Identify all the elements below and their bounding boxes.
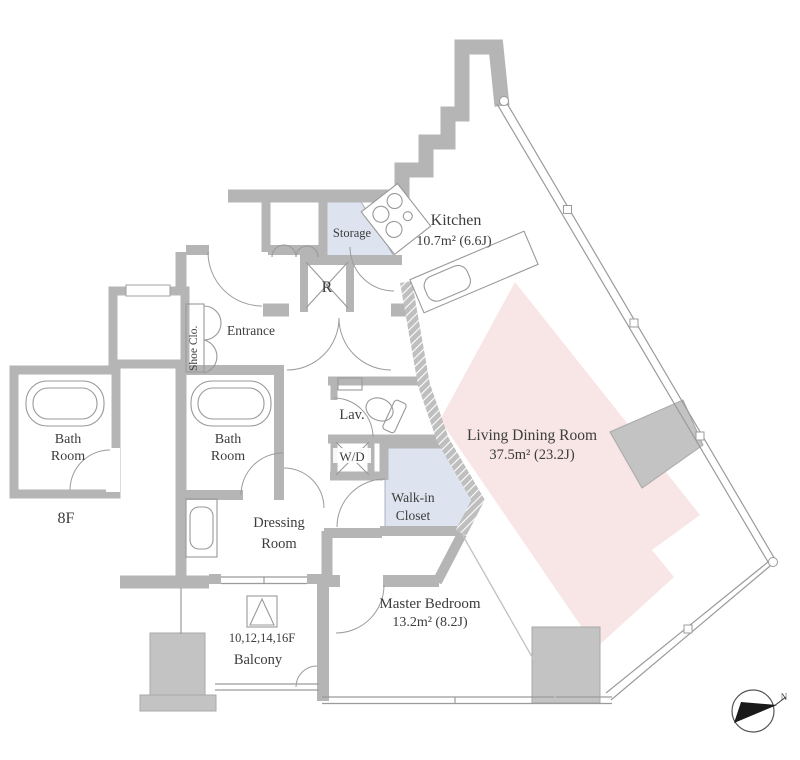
bathroom-8f-door-gap: [106, 448, 120, 492]
r-space-cross: [305, 261, 349, 309]
balcony-partition-door-arc: [295, 665, 318, 688]
column-balcony-foot: [139, 694, 217, 712]
walk-in-closet-label-2: Closet: [396, 508, 431, 523]
washbasin: [185, 498, 218, 558]
bathroom-door-arc: [240, 452, 284, 496]
bathroom-8f-label-1: Bath: [55, 432, 81, 447]
door-arcs: [69, 246, 395, 688]
dressing-room-label-2: Room: [261, 536, 297, 552]
bathtub-8f: [25, 380, 105, 427]
hall-double-door-arc-left: [286, 317, 340, 371]
walk-in-closet-label-1: Walk-in: [391, 490, 434, 505]
washer-dryer-label: W/D: [339, 449, 364, 464]
evacuation-hatch: [246, 595, 278, 628]
kitchen-counter: [409, 230, 539, 314]
entrance-label: Entrance: [227, 323, 275, 338]
stove: [360, 182, 432, 256]
kitchen-label: Kitchen: [431, 212, 482, 229]
column-upper-right: [609, 399, 704, 489]
annex-opening: [125, 284, 171, 297]
dressing-door-arc: [283, 467, 325, 509]
compass-north-label: N: [781, 692, 788, 702]
master-bedroom-label: Master Bedroom: [379, 596, 481, 612]
bathroom-8f-door-arc: [69, 449, 111, 491]
bathroom-8f-walls: [9, 365, 121, 499]
hall-closet-doors: [271, 244, 319, 258]
floor-8f-label: 8F: [58, 510, 75, 527]
balcony-floors-label: 10,12,14,16F: [229, 631, 295, 645]
living-carpet-area: [440, 282, 700, 648]
balcony-label: Balcony: [234, 652, 283, 668]
lavatory-label: Lav.: [339, 407, 364, 423]
dressing-room-label-1: Dressing: [253, 515, 305, 531]
wd-label-backing: [333, 448, 371, 463]
bathtub-main: [190, 380, 272, 427]
window-mullions: [499, 96, 778, 634]
fixtures: [25, 182, 539, 628]
bathroom-label-1: Bath: [215, 432, 241, 447]
annex-shaft-walls: [108, 286, 190, 369]
walls: [120, 39, 510, 701]
hatched-wall: [400, 280, 485, 536]
lav-shelf: [337, 377, 363, 391]
master-bedroom-area-label: 13.2m² (8.2J): [392, 615, 468, 630]
master-living-boundary: [461, 533, 557, 700]
storage-label: Storage: [333, 226, 372, 240]
kitchen-area-label: 10.7m² (6.6J): [416, 234, 492, 249]
storage-door-arc: [349, 246, 395, 292]
shoe-closet-unit: [185, 303, 222, 374]
walk-in-closet-door-arc: [336, 478, 386, 528]
bathroom-label-2: Room: [211, 449, 245, 464]
living-dining-label: Living Dining Room: [467, 427, 597, 444]
toilet: [365, 397, 407, 434]
r-space-label: R: [322, 279, 333, 296]
bathroom-8f-label-2: Room: [51, 449, 85, 464]
lavatory-door-arc: [333, 397, 374, 438]
master-door-arc: [335, 584, 385, 634]
column-bottom: [531, 626, 601, 704]
shoe-closet-label: Shoe Clo.: [188, 326, 200, 371]
hall-double-door-arc-right: [338, 317, 392, 371]
compass-icon: N: [731, 689, 788, 733]
entry-door-arc: [207, 251, 263, 307]
living-dining-area-label: 37.5m² (23.2J): [489, 447, 574, 463]
room-labels: Storage R Kitchen 10.7m² (6.6J) Shoe Clo…: [51, 212, 597, 668]
